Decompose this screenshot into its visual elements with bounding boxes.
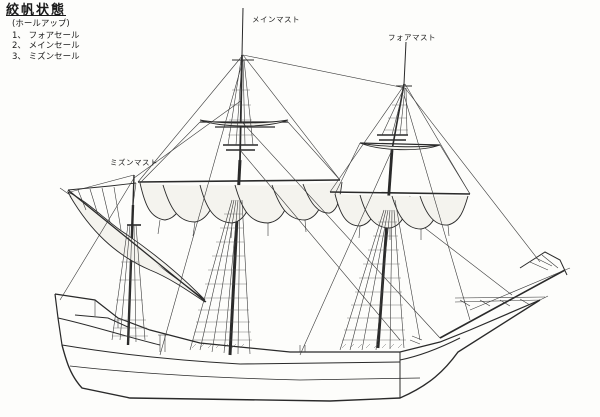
- legend-item-mizzen-sail: 3、 ミズンセール: [12, 51, 80, 62]
- mizzen-mast: [59, 174, 207, 346]
- legend-item-fore-sail: 1、 フォアセール: [12, 30, 80, 41]
- main-mast-label: メインマスト: [252, 15, 300, 24]
- legend-title: 絞帆状態: [6, 3, 67, 18]
- legend-subtitle: (ホールアップ): [12, 19, 70, 29]
- hull: [54, 293, 541, 402]
- bowsprit: [394, 87, 571, 339]
- legend: 絞帆状態 (ホールアップ) 1、 フォアセール 2、 メインセール 3、 ミズン…: [6, 4, 80, 63]
- mizzen-mast-label: ミズンマスト: [110, 158, 158, 167]
- deck-details: [158, 334, 423, 352]
- fore-mast-label: フォアマスト: [388, 33, 436, 42]
- legend-item-main-sail: 2、 メインセール: [12, 41, 80, 51]
- fore-mast: [299, 41, 471, 356]
- main-mast: [133, 7, 441, 356]
